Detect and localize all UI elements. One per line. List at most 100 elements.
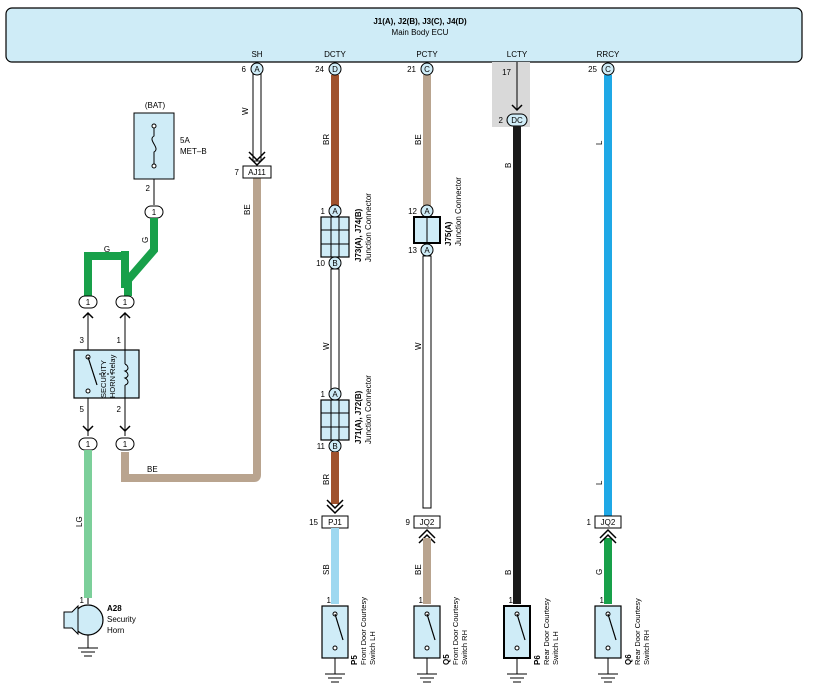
connector-jq2-right	[594, 515, 622, 529]
jq2-right-pin: 1	[587, 518, 592, 527]
q5-name-1: Front Door Courtesy	[451, 597, 460, 665]
p5-code: P5	[350, 655, 359, 665]
relay-pin-1: 1	[117, 336, 122, 345]
relay-pin-5: 5	[80, 405, 85, 414]
svg-text:1: 1	[123, 298, 128, 307]
connector-jq2-mid	[413, 515, 441, 529]
aj11-pin: 7	[235, 168, 240, 177]
svg-text:11: 11	[317, 442, 326, 451]
switch-q5-icon	[413, 605, 441, 683]
dcty-pin: 24	[315, 65, 324, 74]
sh-connector-letter: A	[254, 65, 260, 74]
g-wire-right	[124, 218, 158, 296]
p5-name-2: Switch LH	[368, 631, 377, 665]
relay-connector-3	[78, 295, 98, 309]
horn-name-1: Security	[107, 615, 136, 624]
svg-text:1: 1	[321, 207, 326, 216]
fuse-rating: 5A	[180, 136, 190, 145]
terminal-rrcy: RRCY	[597, 50, 620, 59]
svg-text:A: A	[332, 390, 338, 399]
security-horn-icon	[63, 604, 104, 657]
svg-text:A: A	[424, 246, 430, 255]
junction-connector-j73	[320, 216, 350, 258]
lcty-dc-pin: 2	[499, 116, 504, 125]
sh-terminal-circle	[250, 62, 264, 76]
q6-pin: 1	[600, 596, 605, 605]
svg-text:10: 10	[316, 259, 325, 268]
j71-code: J71(A), J72(B)	[354, 390, 363, 444]
q5-code: Q5	[442, 654, 451, 665]
terminal-pcty: PCTY	[416, 50, 438, 59]
ecu-name-label: Main Body ECU	[392, 28, 449, 37]
p6-pin: 1	[509, 596, 514, 605]
wire-color-g-left: G	[104, 245, 110, 254]
j73-name: Junction Connector	[364, 193, 373, 262]
ecu-connectors-label: J1(A), J2(B), J3(C), J4(D)	[373, 17, 467, 26]
connector-aj11	[242, 165, 272, 179]
sh-pin: 6	[242, 65, 247, 74]
svg-text:G: G	[595, 569, 604, 575]
svg-text:B: B	[332, 259, 337, 268]
svg-text:1: 1	[152, 208, 157, 217]
fuse-out-pin: 2	[146, 184, 151, 193]
terminal-dcty: DCTY	[324, 50, 346, 59]
svg-text:PJ1: PJ1	[328, 518, 342, 527]
svg-text:W: W	[322, 342, 331, 350]
svg-text:1: 1	[321, 390, 326, 399]
p6-code: P6	[533, 655, 542, 665]
g-wire-left	[84, 252, 125, 296]
horn-pin: 1	[80, 596, 85, 605]
p5-pin: 1	[327, 596, 332, 605]
wire-color-g-right: G	[141, 237, 150, 243]
switch-q6-icon	[594, 605, 622, 683]
switch-p6-icon	[503, 605, 531, 683]
jq2-mid-pin: 9	[406, 518, 411, 527]
q5-pin: 1	[419, 596, 424, 605]
fuse-bat-label: (BAT)	[145, 101, 166, 110]
pcty-pin: 21	[407, 65, 416, 74]
svg-text:BR: BR	[322, 134, 331, 145]
dcty-w-wire	[330, 268, 340, 396]
p5-name-1: Front Door Courtesy	[359, 597, 368, 665]
svg-text:1: 1	[123, 440, 128, 449]
wire-color-be-bottom: BE	[147, 465, 158, 474]
j75-code: J75(A)	[444, 221, 453, 246]
wire-color-be-sh: BE	[243, 204, 252, 215]
q6-name-2: Switch RH	[642, 630, 651, 665]
svg-text:BE: BE	[414, 564, 423, 575]
q5-name-2: Switch RH	[460, 630, 469, 665]
pcty-w-wire	[422, 255, 432, 509]
fuse-name: MET–B	[180, 147, 207, 156]
relay-connector-1	[115, 295, 135, 309]
relay-pin-2: 2	[117, 405, 122, 414]
p6-name-2: Switch LH	[551, 631, 560, 665]
svg-text:B: B	[332, 442, 337, 451]
terminal-sh: SH	[251, 50, 262, 59]
svg-text:BE: BE	[414, 134, 423, 145]
relay-label-2: HORN Relay	[108, 354, 117, 398]
wire-color-sh: W	[241, 107, 250, 115]
svg-text:D: D	[332, 65, 338, 74]
svg-text:A: A	[424, 207, 430, 216]
j73-code: J73(A), J74(B)	[354, 208, 363, 262]
fuse-symbol	[151, 125, 157, 166]
svg-text:L: L	[595, 480, 604, 485]
svg-text:12: 12	[408, 207, 417, 216]
relay-be-connector	[115, 437, 135, 451]
svg-text:A: A	[332, 207, 338, 216]
svg-text:B: B	[504, 163, 513, 168]
svg-text:L: L	[595, 140, 604, 145]
relay-pin-3: 3	[80, 336, 85, 345]
svg-text:JQ2: JQ2	[420, 518, 435, 527]
main-body-ecu-box	[5, 7, 803, 63]
svg-text:W: W	[414, 342, 423, 350]
horn-name-2: Horn	[107, 626, 124, 635]
j71-name: Junction Connector	[364, 375, 373, 444]
fuse-box	[133, 112, 175, 180]
security-horn-relay	[73, 349, 140, 399]
svg-text:SB: SB	[322, 564, 331, 575]
q6-code: Q6	[624, 654, 633, 665]
svg-text:JQ2: JQ2	[601, 518, 616, 527]
pj1-pin: 15	[309, 518, 318, 527]
